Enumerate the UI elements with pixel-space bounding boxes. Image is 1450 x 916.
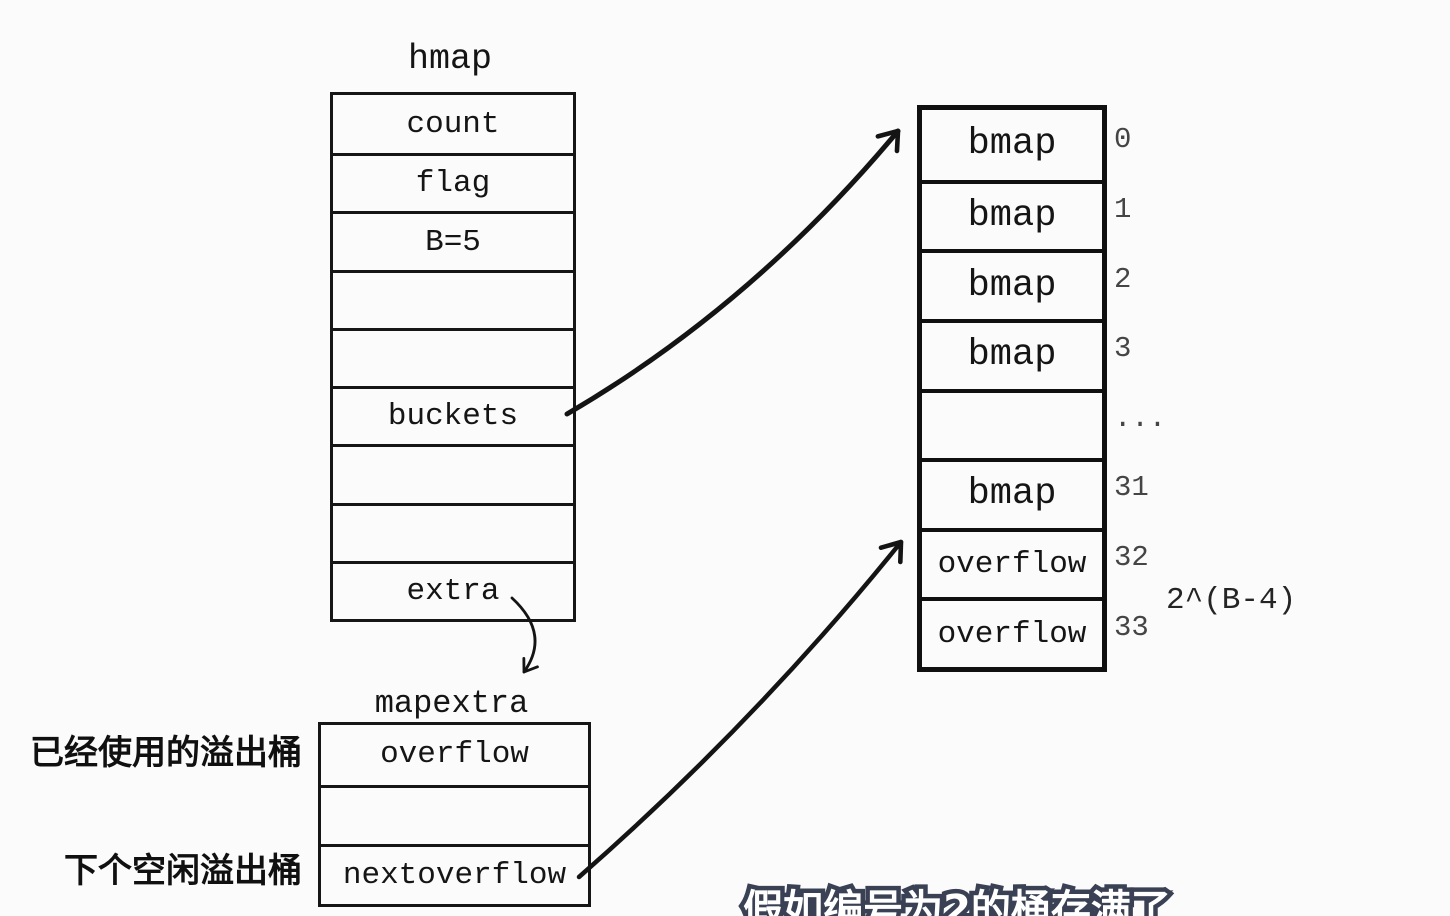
arrow-buckets-to-array xyxy=(564,128,901,417)
bucket-cell-ellipsis xyxy=(922,388,1102,459)
hmap-cell-count-label: count xyxy=(406,106,500,142)
bucket-cell-33: overflow xyxy=(922,597,1102,667)
bucket-index-2: 2 xyxy=(1114,262,1132,296)
hmap-table: count flag B=5 buckets extra xyxy=(330,92,576,622)
hmap-cell-empty-4 xyxy=(333,327,573,386)
mapextra-cell-nextoverflow: nextoverflow xyxy=(321,844,588,904)
hmap-cell-buckets-label: buckets xyxy=(387,399,519,435)
hmap-cell-flag-label: flag xyxy=(415,166,491,202)
bucket-cell-31-label: bmap xyxy=(967,473,1057,516)
hmap-cell-empty-3 xyxy=(333,269,573,328)
bucket-cell-1: bmap xyxy=(922,179,1102,250)
hmap-cell-b5: B=5 xyxy=(333,211,573,269)
hmap-cell-empty-7 xyxy=(333,502,573,561)
hmap-cell-b5-label: B=5 xyxy=(425,224,481,260)
bucket-array-table: bmap bmap bmap bmap bmap overflow overfl… xyxy=(917,105,1107,672)
bucket-index-0: 0 xyxy=(1114,123,1132,157)
bucket-cell-0-label: bmap xyxy=(967,123,1057,166)
bucket-cell-32-label: overflow xyxy=(937,547,1087,583)
bucket-cell-33-label: overflow xyxy=(937,616,1087,652)
overflow-count-formula: 2^(B-4) xyxy=(1166,583,1297,618)
hmap-cell-flag: flag xyxy=(333,153,573,211)
hmap-cell-empty-6 xyxy=(333,444,573,502)
bucket-cell-2-label: bmap xyxy=(967,264,1057,307)
hmap-cell-extra: extra xyxy=(333,560,573,619)
bucket-cell-2: bmap xyxy=(922,249,1102,319)
bucket-cell-31: bmap xyxy=(922,458,1102,528)
subtitle-caption: 假如编号为2的桶存满了 假如编号为2的桶存满了 xyxy=(739,884,1176,916)
hmap-cell-extra-label: extra xyxy=(406,573,500,609)
used-overflow-annotation: 已经使用的溢出桶 xyxy=(30,733,302,773)
arrow-nextoverflow-to-overflow-bucket xyxy=(576,539,904,880)
next-free-overflow-annotation: 下个空闲溢出桶 xyxy=(64,851,302,891)
subtitle-caption-text: 假如编号为2的桶存满了 xyxy=(743,887,1171,916)
bucket-index-31: 31 xyxy=(1114,471,1149,505)
bucket-index-3: 3 xyxy=(1114,332,1132,366)
hmap-title: hmap xyxy=(407,39,492,79)
subtitle-caption-outline: 假如编号为2的桶存满了 xyxy=(739,884,1176,916)
bucket-cell-3-label: bmap xyxy=(967,334,1057,377)
bucket-index-column: 0 1 2 3 ... 31 32 33 xyxy=(1104,105,1194,662)
bucket-index-1: 1 xyxy=(1114,192,1132,226)
bucket-index-ellipsis: ... xyxy=(1114,401,1167,435)
hmap-cell-buckets: buckets xyxy=(333,386,573,444)
mapextra-title: mapextra xyxy=(374,685,529,722)
mapextra-cell-overflow-label: overflow xyxy=(380,737,529,773)
bucket-cell-32: overflow xyxy=(922,527,1102,598)
bucket-cell-3: bmap xyxy=(922,318,1102,389)
bucket-index-33: 33 xyxy=(1114,610,1149,644)
bucket-cell-1-label: bmap xyxy=(967,194,1057,237)
mapextra-table: overflow nextoverflow xyxy=(318,722,591,907)
mapextra-cell-nextoverflow-label: nextoverflow xyxy=(342,858,567,894)
mapextra-cell-empty xyxy=(321,784,588,845)
bucket-index-32: 32 xyxy=(1114,541,1149,575)
mapextra-cell-overflow: overflow xyxy=(321,725,588,785)
bucket-cell-0: bmap xyxy=(922,110,1102,180)
hmap-cell-count: count xyxy=(333,95,573,153)
